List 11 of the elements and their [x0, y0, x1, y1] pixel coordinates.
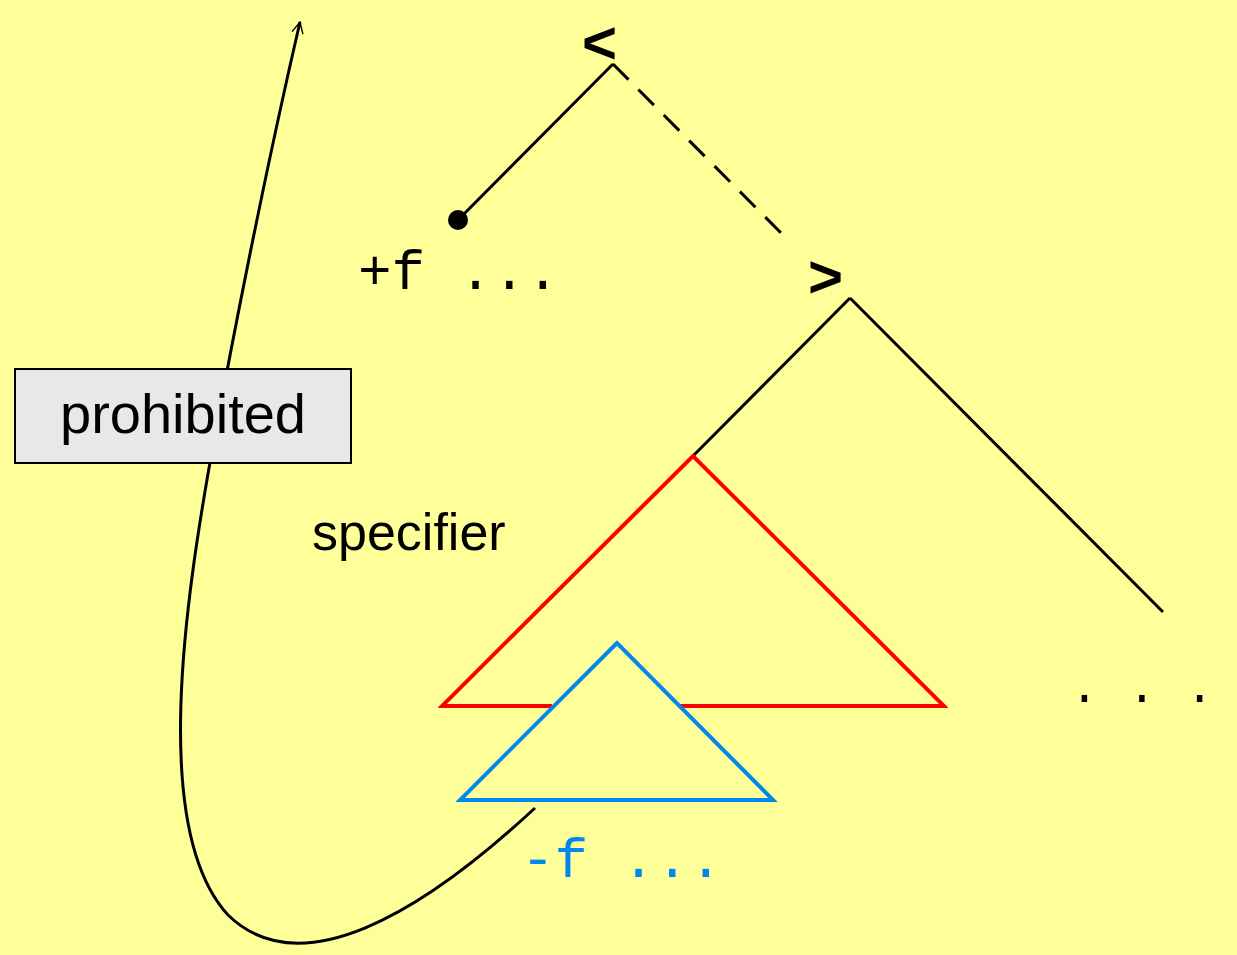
feature-label: +f ...	[358, 241, 558, 306]
feature-label: -f ...	[521, 830, 723, 894]
branch-line	[848, 296, 1165, 614]
branch-line	[448, 62, 615, 230]
annotation-label: specifier	[312, 502, 506, 562]
arrow	[179, 21, 536, 945]
branch-line	[691, 296, 852, 458]
ellipsis-label: . . .	[1070, 661, 1216, 716]
node-label: >	[808, 242, 845, 311]
edge-label: prohibited	[14, 368, 352, 464]
node-label: <	[582, 8, 619, 77]
